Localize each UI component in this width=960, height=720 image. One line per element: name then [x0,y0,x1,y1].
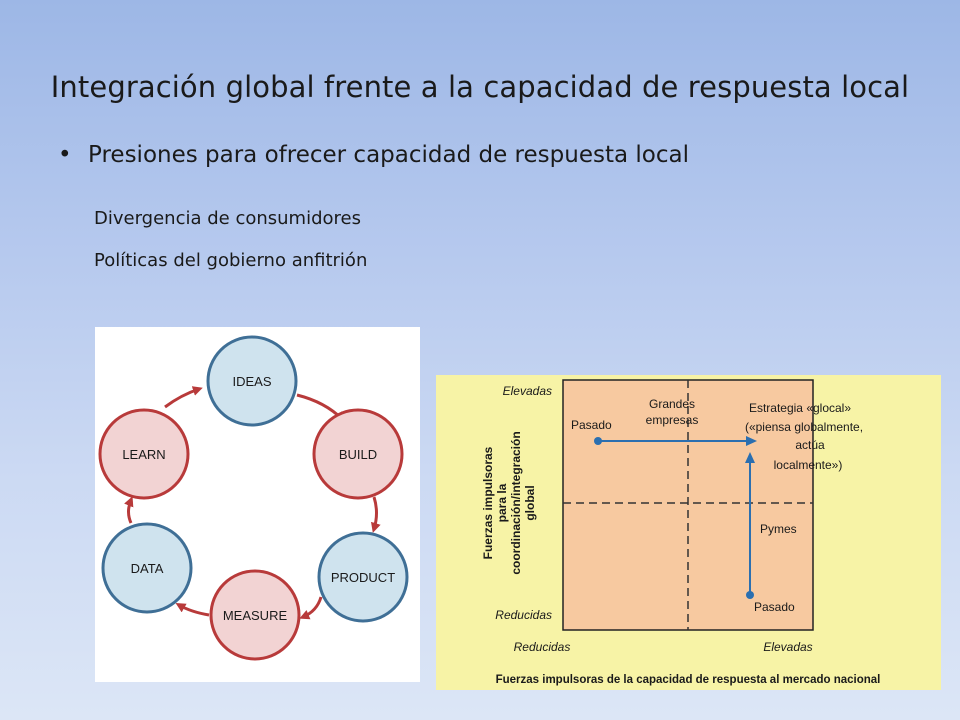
node-data-circle [101,522,193,614]
y-axis-line: global [523,485,537,520]
node-learn-circle [98,408,190,500]
slide-title: Integración global frente a la capacidad… [50,70,910,104]
cycle-diagram-svg: IDEAS BUILD PRODUCT MEASURE DATA LEARN [98,335,409,661]
node-measure-circle [209,569,301,661]
node-product-circle [317,531,409,623]
node-data: DATA [101,522,193,614]
node-product-label: PRODUCT [331,570,395,585]
cycle-arrow [164,386,203,409]
integration-matrix-svg: Elevadas Reducidas Reducidas Elevadas Fu… [481,379,881,686]
cycle-arrow [175,602,210,617]
node-build-label: BUILD [339,447,377,462]
node-learn-label: LEARN [122,447,165,462]
y-high-label: Elevadas [503,384,552,398]
cycle-arrow [124,496,134,524]
node-data-label: DATA [131,561,164,576]
large-firms-label-2: empresas [646,413,699,427]
x-high-label: Elevadas [763,640,812,654]
node-measure: MEASURE [209,569,301,661]
y-axis-line: Fuerzas impulsoras [481,446,495,559]
main-bullet: • Presiones para ofrecer capacidad de res… [58,142,689,168]
glocal-label-4: localmente») [774,458,843,472]
integration-matrix: Elevadas Reducidas Reducidas Elevadas Fu… [436,375,941,690]
x-axis-title: Fuerzas impulsoras de la capacidad de re… [496,674,881,686]
glocal-label-1: Estrategia «glocal» [749,401,851,415]
past-label-top: Pasado [571,418,612,432]
glocal-label-3: actúa [795,438,825,452]
node-ideas-label: IDEAS [232,374,271,389]
y-axis-line: coordinación/integración [509,431,523,574]
smes-start-dot [746,591,754,599]
subpoint-government: Políticas del gobierno anfitrión [94,250,368,271]
large-firms-label-1: Grandes [649,397,695,411]
x-low-label: Reducidas [514,640,571,654]
node-ideas-circle [206,335,298,427]
node-build: BUILD [312,408,404,500]
bullet-dot-icon: • [58,142,72,168]
large-firms-start-dot [594,437,602,445]
glocal-label-2: («piensa globalmente, [745,420,863,434]
cycle-arrow [371,496,381,533]
y-low-label: Reducidas [495,608,552,622]
node-measure-label: MEASURE [223,608,288,623]
cycle-arrow [299,596,323,620]
node-product: PRODUCT [317,531,409,623]
subpoint-consumers: Divergencia de consumidores [94,208,361,229]
node-build-circle [312,408,404,500]
node-ideas: IDEAS [206,335,298,427]
past-label-bottom: Pasado [754,600,795,614]
y-axis-line: para la [495,483,509,522]
cycle-diagram: IDEAS BUILD PRODUCT MEASURE DATA LEARN [95,327,420,682]
main-bullet-text: Presiones para ofrecer capacidad de resp… [88,142,689,168]
node-learn: LEARN [98,408,190,500]
smes-label: Pymes [760,522,797,536]
y-axis-title: Fuerzas impulsoras para la coordinación/… [481,431,537,574]
